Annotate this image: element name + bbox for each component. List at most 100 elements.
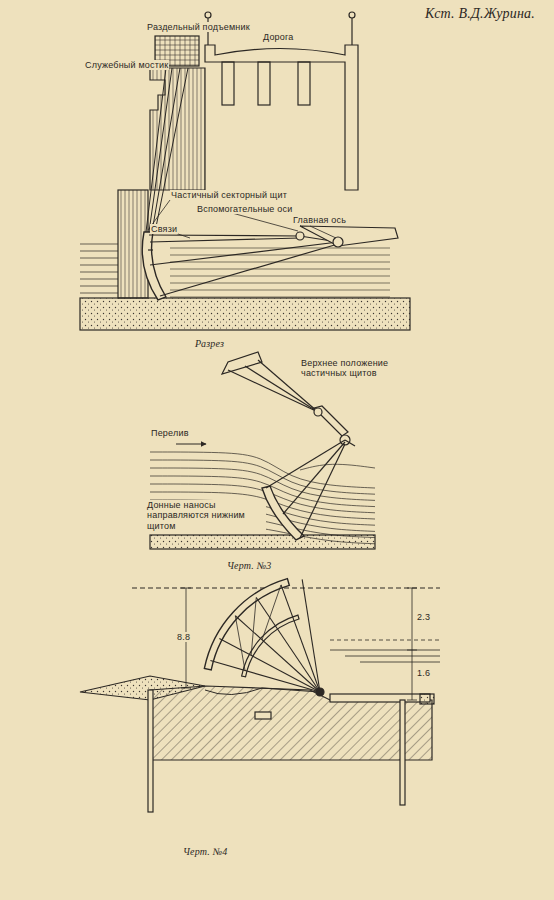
water-line — [170, 248, 390, 249]
water-line — [170, 290, 390, 291]
main-axis — [316, 688, 324, 696]
gate-arm — [266, 440, 345, 488]
water-line — [170, 262, 390, 263]
water-line — [170, 255, 390, 256]
drain — [255, 712, 271, 719]
counter-arm — [300, 226, 398, 246]
water-line — [170, 297, 390, 298]
hanger — [222, 62, 234, 105]
brace — [262, 585, 281, 640]
water-line — [80, 251, 118, 252]
water-line — [80, 265, 118, 266]
sector-arm — [302, 579, 320, 692]
label: Дорога — [262, 32, 295, 42]
drawing-part — [407, 700, 417, 701]
water-line — [80, 272, 118, 273]
closed-gate-outline — [205, 688, 320, 695]
water-line — [80, 286, 118, 287]
water-line — [80, 244, 118, 245]
drawing-part — [155, 68, 188, 232]
brace — [251, 597, 256, 655]
label: Разрез — [194, 338, 225, 350]
label: Главная ось — [292, 215, 347, 225]
gate-arm — [150, 242, 338, 265]
main-axis — [333, 237, 343, 247]
label: Черт. №4 — [182, 846, 229, 858]
sector-frame — [242, 615, 299, 677]
label: Вспомогательные оси — [196, 204, 293, 214]
hanger — [258, 62, 270, 105]
drawing-part — [330, 650, 440, 651]
auxiliary-axis — [314, 408, 322, 416]
lamp-post — [351, 18, 352, 45]
water-line — [80, 279, 118, 280]
lamp — [349, 12, 355, 18]
drawing-part — [181, 588, 191, 589]
gate-arm — [300, 444, 345, 538]
water-line — [170, 276, 390, 277]
axis-bracket — [345, 440, 355, 446]
gate-arm — [149, 235, 300, 236]
dimension-lines — [181, 588, 417, 700]
label: Связи — [150, 224, 178, 234]
drawing-part — [330, 640, 440, 641]
foundation — [80, 298, 410, 330]
gate-joint — [148, 249, 153, 250]
sector-arm — [210, 661, 320, 692]
label: 2.3 — [416, 612, 431, 622]
label: 8.8 — [176, 632, 191, 642]
label: Раздельный подъемник — [146, 22, 251, 32]
drawing-part — [407, 650, 417, 651]
sector-arm — [281, 585, 320, 692]
label: Донные наносы направляются нижним щитом — [146, 500, 266, 531]
water-line — [80, 293, 118, 294]
high-water-level — [132, 587, 440, 588]
drawing-part — [407, 588, 417, 589]
flow-arrow — [176, 444, 206, 445]
drawing-part — [232, 213, 298, 231]
sector-arm — [235, 616, 320, 692]
lower-gate-plate — [262, 486, 304, 540]
apron — [330, 694, 430, 702]
sheet-pile — [148, 690, 153, 812]
label: Служебный мостик — [84, 60, 169, 70]
road-deck — [205, 45, 358, 190]
apron-riprap — [420, 694, 434, 704]
foundation — [150, 535, 375, 549]
ground — [150, 686, 432, 760]
flow-line — [300, 464, 375, 470]
label: Верхнее положение частичных щитов — [300, 358, 420, 379]
brace — [235, 616, 245, 671]
water-line — [80, 258, 118, 259]
hoist-chains — [146, 68, 188, 232]
hanger — [298, 62, 310, 105]
lamp — [205, 12, 211, 18]
auxiliary-axis — [296, 232, 304, 240]
gate-arm — [150, 238, 300, 242]
label: Частичный секторный щит — [170, 190, 288, 200]
sector-gate — [204, 579, 324, 696]
sector-arm — [256, 597, 320, 692]
drawing-part — [345, 656, 440, 657]
label: Перелив — [150, 428, 190, 438]
link — [314, 406, 348, 436]
upper-gate-plate — [222, 352, 262, 374]
label: Черт. №3 — [226, 560, 273, 572]
drawing-part — [310, 226, 336, 238]
sheet-pile — [400, 700, 405, 805]
label: 1.6 — [416, 668, 431, 678]
drawing-part — [181, 688, 191, 689]
gate-arm — [160, 244, 338, 296]
label: Кст. В.Д.Журина. — [424, 6, 536, 22]
drawing-part — [360, 662, 440, 663]
section-figure — [80, 12, 410, 330]
tailwater-lines — [330, 640, 440, 662]
gate-arm — [283, 442, 345, 514]
drawing-part — [412, 588, 413, 650]
drawing-part — [152, 68, 180, 232]
dam-figure — [80, 579, 440, 812]
drawing-part — [149, 68, 172, 232]
drawing-part — [412, 650, 413, 700]
